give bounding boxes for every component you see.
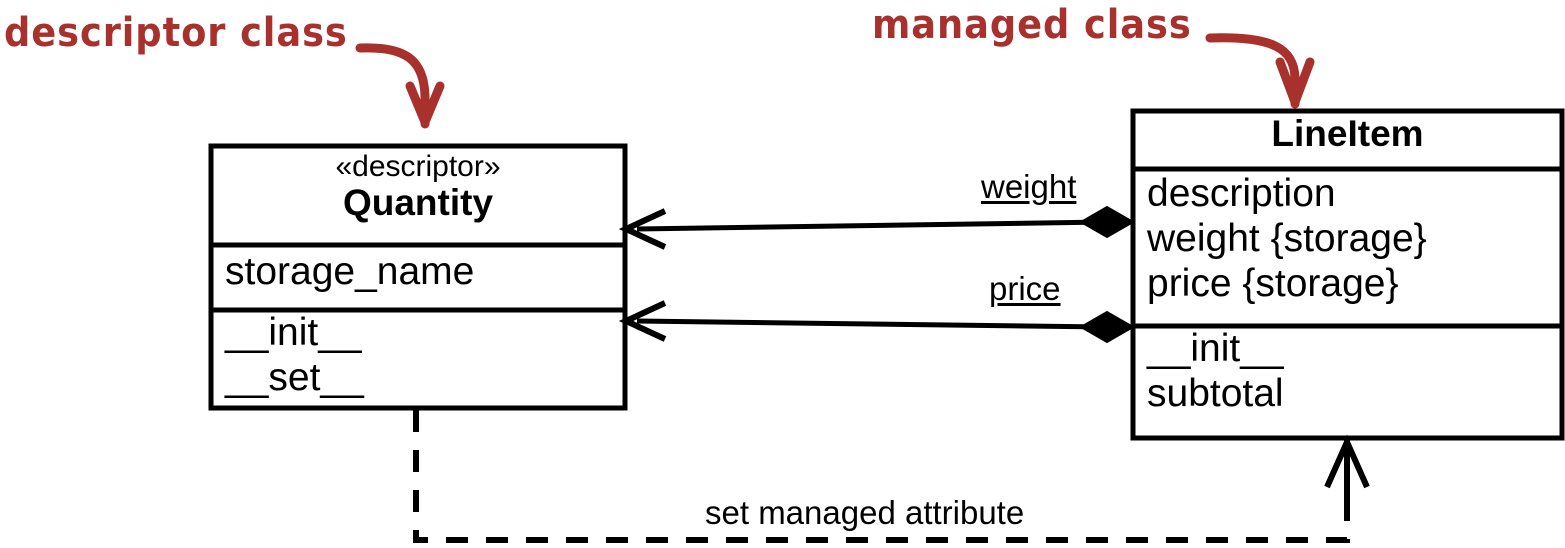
annotation-managed-class: managed class bbox=[872, 2, 1192, 48]
weight-composition-diamond bbox=[1078, 205, 1136, 239]
managed-arrow-curve bbox=[1205, 33, 1300, 109]
association-label-price: price bbox=[989, 270, 1061, 307]
price-association-shaft bbox=[636, 318, 1107, 330]
quantity-attribute-storage-name: storage_name bbox=[225, 250, 475, 293]
quantity-stereotype: «descriptor» bbox=[335, 150, 501, 183]
quantity-operation-set: __set__ bbox=[225, 356, 364, 400]
quantity-attributes-compartment: storage_name bbox=[211, 245, 625, 310]
lineitem-box-outline bbox=[1130, 108, 1565, 441]
quantity-box-outline bbox=[208, 143, 628, 411]
quantity-class-text: «descriptor» Quantity storage_name __ini… bbox=[211, 146, 625, 408]
lineitem-attributes-compartment: description weight {storage} price {stor… bbox=[1133, 169, 1562, 326]
dependency-label-set-managed-attribute: set managed attribute bbox=[705, 494, 1025, 531]
lineitem-class-box bbox=[1130, 108, 1565, 441]
quantity-operations-compartment: __init__ __set__ bbox=[211, 310, 625, 408]
lineitem-operation-init: __init__ bbox=[1147, 327, 1284, 370]
weight-association-shaft bbox=[636, 219, 1107, 232]
managed-class-annotation-arrow bbox=[1205, 33, 1315, 109]
lineitem-attribute-description: description bbox=[1147, 172, 1336, 215]
descriptor-arrow-curve bbox=[355, 43, 430, 129]
lineitem-attribute-price: price {storage} bbox=[1147, 262, 1399, 306]
lineitem-header-compartment: LineItem bbox=[1133, 111, 1562, 169]
set-managed-attribute-dependency bbox=[413, 410, 1370, 543]
quantity-header-compartment: «descriptor» Quantity bbox=[211, 146, 625, 245]
lineitem-class-name: LineItem bbox=[1271, 113, 1424, 154]
descriptor-class-annotation-arrow bbox=[355, 43, 445, 129]
lineitem-operation-subtotal: subtotal bbox=[1147, 372, 1284, 416]
lineitem-class-text: LineItem description weight {storage} pr… bbox=[1133, 111, 1562, 438]
quantity-operation-init: __init__ bbox=[225, 311, 362, 354]
lineitem-operations-compartment: __init__ subtotal bbox=[1133, 326, 1562, 438]
price-composition-diamond bbox=[1078, 310, 1136, 344]
price-open-arrowhead bbox=[618, 300, 667, 342]
lineitem-attribute-weight: weight {storage} bbox=[1147, 217, 1427, 261]
managed-arrowhead bbox=[1275, 57, 1315, 107]
quantity-class-box bbox=[208, 143, 628, 411]
association-label-weight: weight bbox=[981, 168, 1077, 205]
quantity-class-name: Quantity bbox=[342, 182, 494, 223]
price-association-line bbox=[618, 300, 1136, 344]
descriptor-arrowhead bbox=[405, 81, 445, 127]
weight-association-line bbox=[618, 205, 1136, 250]
weight-open-arrowhead bbox=[618, 208, 667, 250]
annotation-descriptor-class: descriptor class bbox=[4, 10, 348, 56]
